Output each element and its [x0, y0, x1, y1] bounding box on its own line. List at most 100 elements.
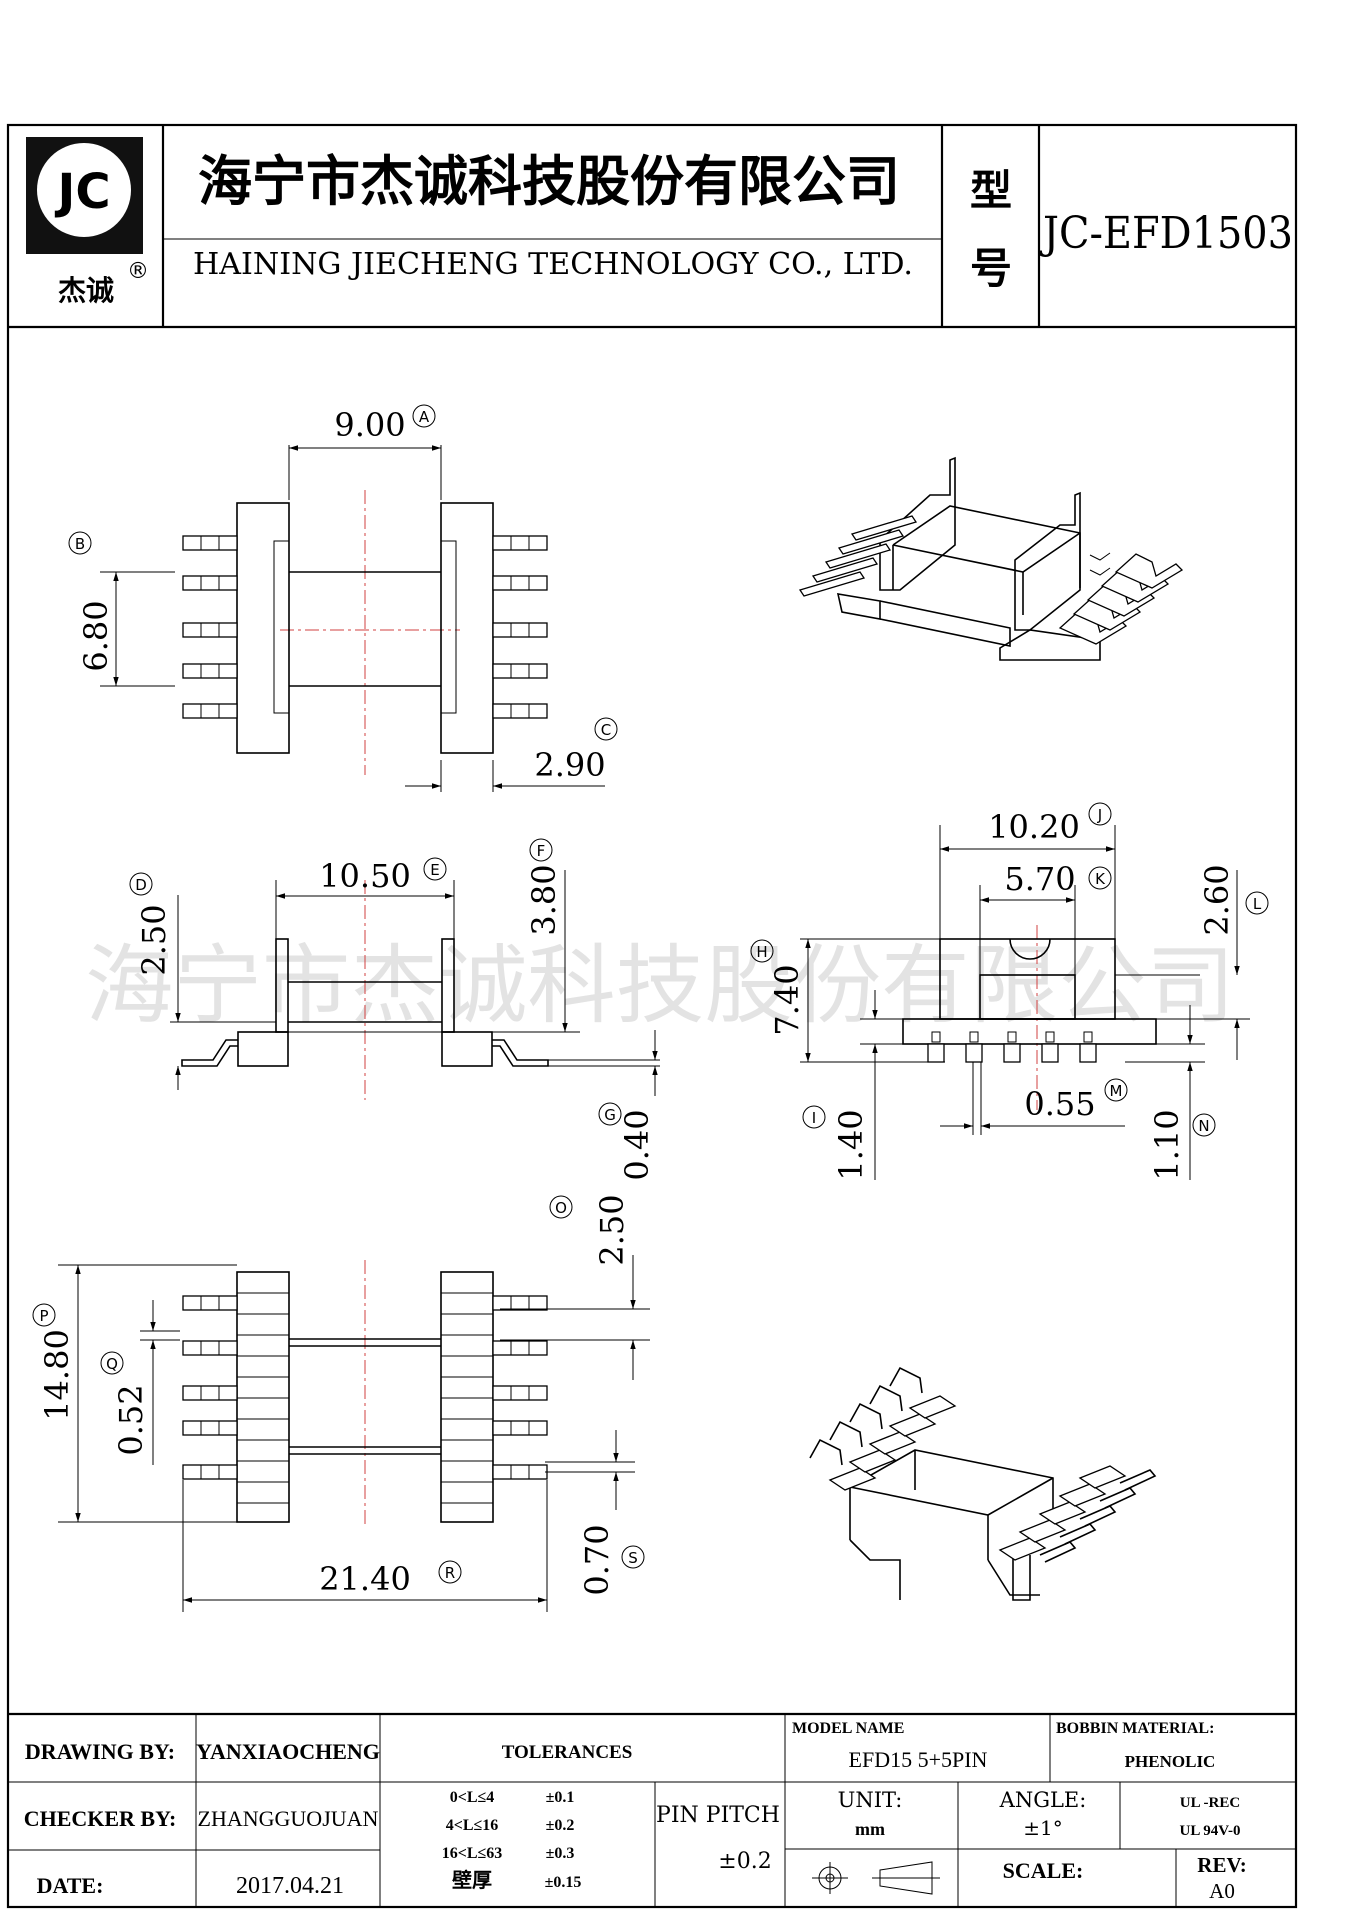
dim-q-tag: Q: [106, 1355, 118, 1373]
front-pin: [1003, 1043, 1021, 1063]
front-pin: [927, 1043, 945, 1063]
isometric-view-bottom: [809, 1366, 1157, 1601]
iso-pin: [798, 571, 866, 597]
pin-pitch-label: PIN PITCH: [656, 1803, 780, 1828]
drawing-by-label: DRAWING BY:: [25, 1739, 175, 1764]
dim-l-tag: L: [1253, 895, 1262, 913]
dim-h-tag: H: [756, 943, 767, 961]
dim-c-value: 2.90: [534, 746, 605, 784]
tolerance-value-2: ±0.2: [546, 1817, 575, 1834]
bobbin-material-label: BOBBIN MATERIAL:: [1056, 1720, 1214, 1737]
pin: [492, 1295, 548, 1311]
dim-s-value: 0.70: [578, 1524, 616, 1595]
pin-group-left: [182, 535, 238, 719]
pin-pitch: ±0.2: [718, 1849, 771, 1874]
pin: [492, 1340, 548, 1356]
rev: A0: [1209, 1879, 1235, 1903]
sheet-border: [6, 123, 1298, 1909]
scale-label: SCALE:: [1003, 1858, 1084, 1883]
iso-blocks-left: [809, 1366, 957, 1491]
iso-block: [1038, 1501, 1087, 1525]
dim-n-value: 1.10: [1148, 1109, 1186, 1180]
registered-mark: ®: [127, 259, 149, 284]
front-pins: [927, 1031, 1097, 1063]
iso-block: [908, 1395, 957, 1419]
title-block: DRAWING BY: YANXIAOCHENG CHECKER BY: ZHA…: [8, 1712, 1296, 1907]
pin: [492, 1385, 548, 1401]
iso-pin: [889, 1366, 923, 1394]
dim-e-tag: E: [430, 861, 439, 879]
company-logo: JC 杰诚 ®: [26, 137, 149, 307]
dim-d-value: 2.50: [135, 904, 173, 975]
front-pin: [1041, 1043, 1059, 1063]
dim-f-tag: F: [537, 842, 546, 860]
iso-pin: [1099, 1487, 1137, 1509]
iso-block: [888, 1413, 937, 1437]
pin-group-right: [492, 535, 548, 719]
dim-k-tag: K: [1095, 870, 1106, 888]
watermark: 海宁市杰诚科技股份有限公司: [85, 936, 1235, 1036]
iso-pin: [1119, 1469, 1157, 1491]
front-pin-slot: [1083, 1031, 1093, 1043]
dim-o-value: 2.50: [593, 1194, 631, 1265]
dim-q-value: 0.52: [112, 1384, 150, 1455]
front-view: 10.20 J 5.70 K 2.60 L 7.40 H 1.40 I: [750, 802, 1269, 1181]
iso-block: [1018, 1519, 1067, 1543]
iso-pin: [850, 515, 918, 541]
dim-b-tag: B: [75, 535, 85, 553]
iso-pin: [829, 1420, 863, 1448]
pin: [182, 622, 238, 638]
dim-j-tag: J: [1097, 806, 1102, 824]
front-pin-slot: [969, 1031, 979, 1043]
iso-pin: [824, 543, 892, 569]
dim-p-tag: P: [39, 1307, 48, 1325]
dim-e-value: 10.50: [319, 857, 411, 895]
projection-symbol: [812, 1861, 940, 1895]
pin: [492, 703, 548, 719]
dim-s-tag: S: [628, 1549, 638, 1567]
iso-pin: [837, 529, 905, 555]
tolerance-range-2: 4<L≤16: [446, 1817, 499, 1834]
dim-d-tag: D: [135, 876, 147, 894]
pin: [492, 663, 548, 679]
checker-by: ZHANGGUOJUAN: [198, 1806, 379, 1831]
pin: [182, 703, 238, 719]
front-pin-slot: [931, 1031, 941, 1043]
iso-block: [1058, 1483, 1107, 1507]
header: JC 杰诚 ® 海宁市杰诚科技股份有限公司 HAINING JIECHENG T…: [8, 125, 1296, 329]
dim-l-value: 2.60: [1198, 864, 1236, 935]
iso-pin: [1039, 1541, 1077, 1563]
dim-f-value: 3.80: [525, 864, 563, 935]
tolerance-range-3: 16<L≤63: [442, 1845, 503, 1862]
dim-n-tag: N: [1198, 1117, 1209, 1135]
iso-pin: [809, 1438, 843, 1466]
iso-block: [828, 1467, 877, 1491]
dim-r-value: 21.40: [319, 1560, 411, 1598]
front-pin: [1079, 1043, 1097, 1063]
tolerance-value-4: ±0.15: [545, 1874, 582, 1891]
dim-g-tag: G: [604, 1106, 616, 1124]
iso-block: [998, 1537, 1047, 1561]
company-name-cn: 海宁市杰诚科技股份有限公司: [198, 149, 900, 213]
pin: [492, 622, 548, 638]
pin: [492, 535, 548, 551]
iso-block: [868, 1431, 917, 1455]
iso-pin: [869, 1384, 903, 1412]
pin: [182, 1464, 238, 1480]
dim-g-value: 0.40: [618, 1109, 656, 1180]
dim-i-tag: I: [812, 1109, 816, 1127]
checker-by-label: CHECKER BY:: [24, 1806, 177, 1831]
rev-label: REV:: [1197, 1853, 1246, 1877]
ul-94v0: UL 94V-0: [1180, 1823, 1241, 1839]
company-name-en: HAINING JIECHENG TECHNOLOGY CO., LTD.: [193, 247, 913, 282]
drawing-by: YANXIAOCHENG: [196, 1739, 380, 1764]
dim-i-value: 1.40: [832, 1109, 870, 1180]
iso-blocks-right: [998, 1465, 1157, 1563]
dim-r-tag: R: [445, 1564, 455, 1582]
tolerances-label: TOLERANCES: [502, 1742, 633, 1763]
dim-m-tag: M: [1110, 1082, 1123, 1100]
tolerance-value-1: ±0.1: [546, 1789, 575, 1806]
model-name: EFD15 5+5PIN: [849, 1747, 988, 1772]
iso-pins-right: [1058, 553, 1184, 645]
